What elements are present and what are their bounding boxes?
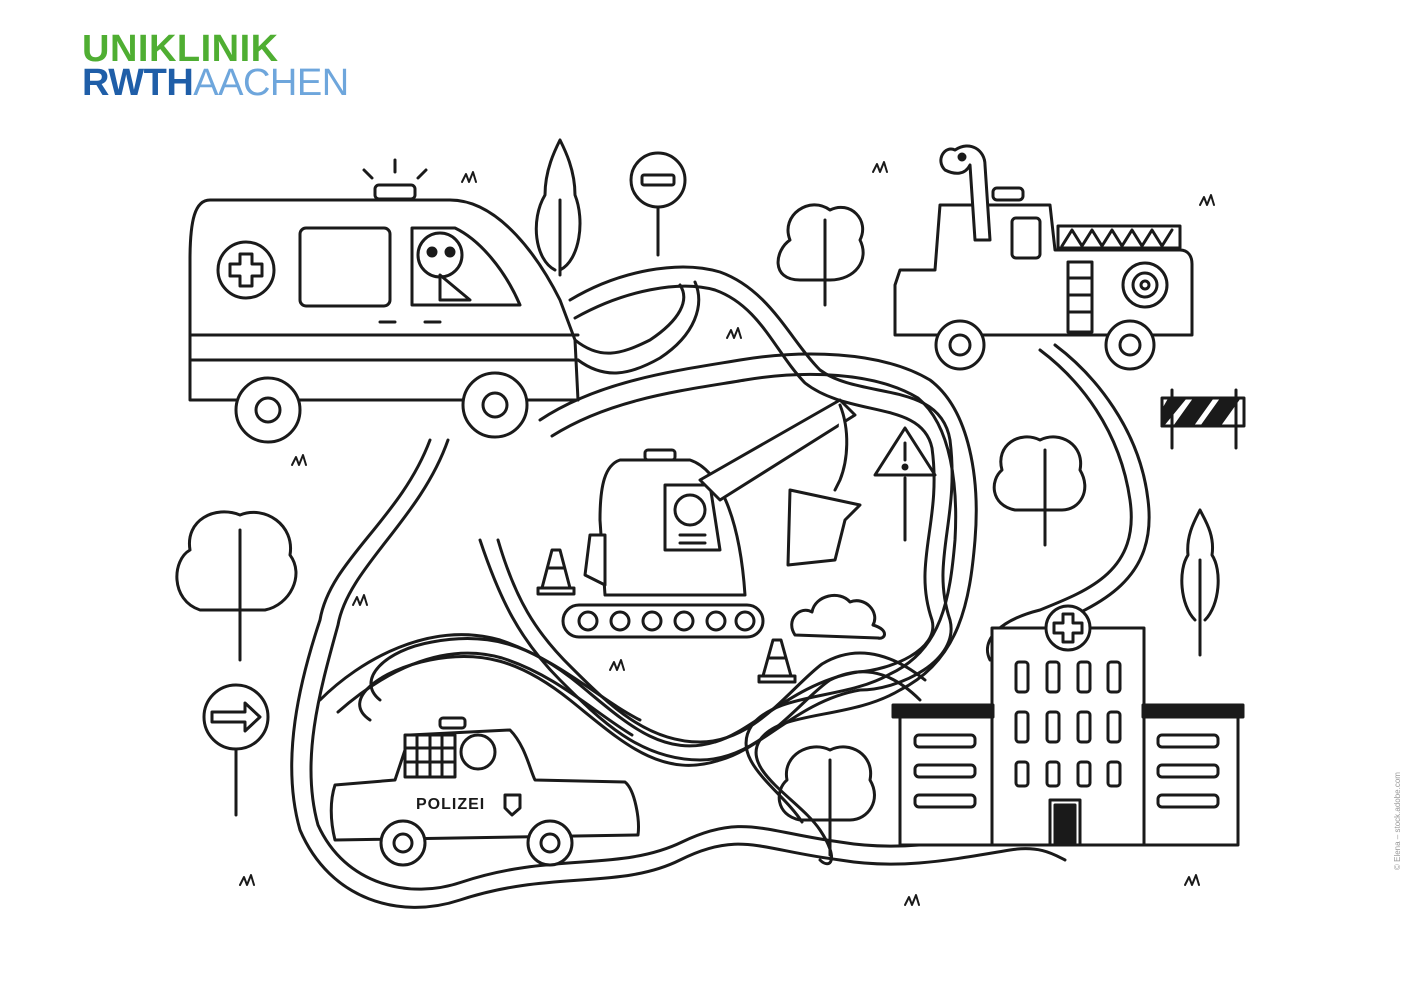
road-top-winding: [358, 265, 954, 767]
road-inner-loop: [538, 352, 978, 866]
traffic-cone-icon: [757, 638, 797, 684]
grass-icon: [239, 161, 1215, 906]
bush-icon: [790, 593, 886, 640]
tree-icon: [776, 203, 865, 307]
road-ambulance-exit-inner: [576, 280, 701, 375]
logo-line-rwth-aachen: RWTHAACHEN: [82, 64, 349, 102]
police-label: POLIZEI: [416, 796, 485, 813]
warning-sign-icon: [873, 426, 937, 542]
road-ambulance-exit: [573, 283, 686, 355]
logo-aachen: AACHEN: [193, 62, 349, 104]
road-cross-1: [478, 538, 922, 762]
road-cross-4: [336, 651, 634, 737]
road-cross-3: [318, 633, 642, 722]
barrier-icon: [1160, 388, 1246, 450]
ambulance-icon: [188, 158, 580, 444]
road-cross-2: [496, 538, 927, 744]
road-firetruck-down: [986, 348, 1133, 662]
image-credit: © Elena – stock.adobe.com: [1393, 772, 1402, 870]
traffic-cone-icon: [536, 548, 576, 596]
hospital-icon: [891, 604, 1245, 847]
fire-truck-icon: [893, 144, 1194, 371]
no-entry-sign-icon: [629, 151, 687, 257]
tree-icon: [777, 745, 876, 857]
excavator-icon: [561, 398, 862, 639]
tree-icon: [175, 510, 298, 662]
tree-icon: [1180, 508, 1220, 657]
logo-line-uniklinik: UNIKLINIK: [82, 28, 279, 70]
maze-road-network: [290, 265, 1151, 909]
road-outer-left: [290, 438, 1067, 909]
arrow-sign-icon: [202, 683, 270, 817]
tree-icon: [534, 138, 582, 277]
police-car-icon: [329, 716, 640, 867]
logo-rwth: RWTH: [82, 62, 194, 104]
tree-icon: [992, 435, 1087, 547]
uniklinik-logo: UNIKLINIK RWTHAACHEN: [82, 28, 349, 102]
